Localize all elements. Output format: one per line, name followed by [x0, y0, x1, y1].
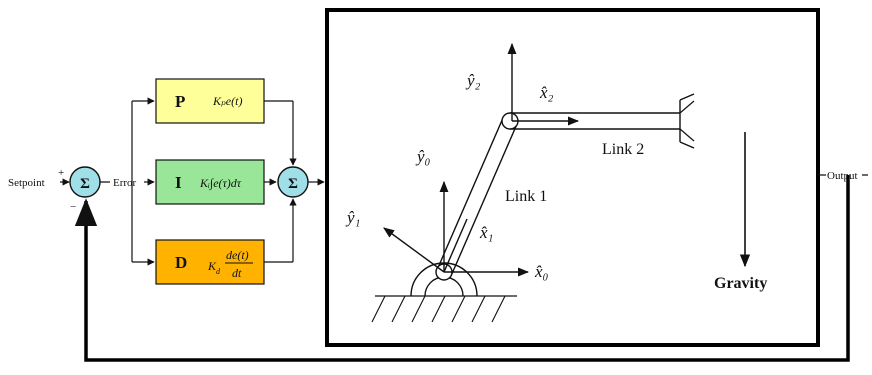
- controller: Setpoint + − Σ Error Error P Kₚe(t) I Kᵢ…: [8, 78, 325, 285]
- sum-symbol-1: Σ: [80, 176, 90, 192]
- end-effector: [679, 93, 695, 149]
- svg-text:dt: dt: [232, 266, 242, 280]
- link2-label: Link 2: [602, 141, 644, 158]
- output-label-bg: [826, 168, 862, 182]
- minus-sign: −: [70, 201, 76, 213]
- d-formula: K d de(t) dt: [207, 248, 253, 280]
- plant-box: [325, 8, 820, 347]
- y1-label: ŷ₁: [345, 208, 360, 227]
- gravity-label: Gravity: [714, 275, 767, 292]
- p-formula: Kₚe(t): [212, 94, 242, 108]
- y0-label: ŷ₀: [415, 147, 431, 166]
- y2-label: ŷ₂: [465, 71, 481, 90]
- link1-label: Link 1: [505, 188, 547, 205]
- x1-axis: [443, 218, 468, 273]
- y1-axis: [383, 227, 445, 273]
- feedback-line: [74, 175, 850, 362]
- svg-text:d: d: [216, 267, 221, 276]
- sum-symbol-2: Σ: [288, 176, 298, 192]
- link1-edge-a: [436, 117, 504, 271]
- end-effector-jaw-b: [679, 128, 695, 142]
- end-effector-jaw-a: [679, 100, 695, 114]
- p-letter: P: [175, 92, 185, 111]
- d-block: [155, 239, 265, 285]
- link1-edge-b: [450, 123, 518, 277]
- ground-hatch: [371, 295, 506, 323]
- x1-label: x̂₁: [479, 223, 493, 242]
- i-letter: I: [175, 173, 182, 192]
- x2-label: x̂₂: [539, 83, 554, 102]
- output-label: Output: [827, 170, 858, 182]
- setpoint-label: Setpoint: [8, 177, 45, 189]
- error-label-text: Error: [113, 177, 137, 189]
- i-block: [155, 159, 265, 205]
- d-letter: D: [175, 253, 187, 272]
- i-formula: Kᵢ∫e(τ)dτ: [199, 176, 242, 190]
- p-block: [155, 78, 265, 124]
- feedback-path: Output: [74, 168, 868, 362]
- robot-arm: ŷ₂ x̂₂ ŷ₀ ŷ₁ x̂₁ x̂₀ Link 1 Link 2 Gravi…: [345, 42, 767, 323]
- svg-text:de(t): de(t): [226, 248, 249, 262]
- error-label-bg: [110, 175, 144, 189]
- x0-label: x̂₀: [534, 262, 549, 281]
- svg-text:K: K: [207, 259, 217, 273]
- plus-sign: +: [58, 167, 64, 179]
